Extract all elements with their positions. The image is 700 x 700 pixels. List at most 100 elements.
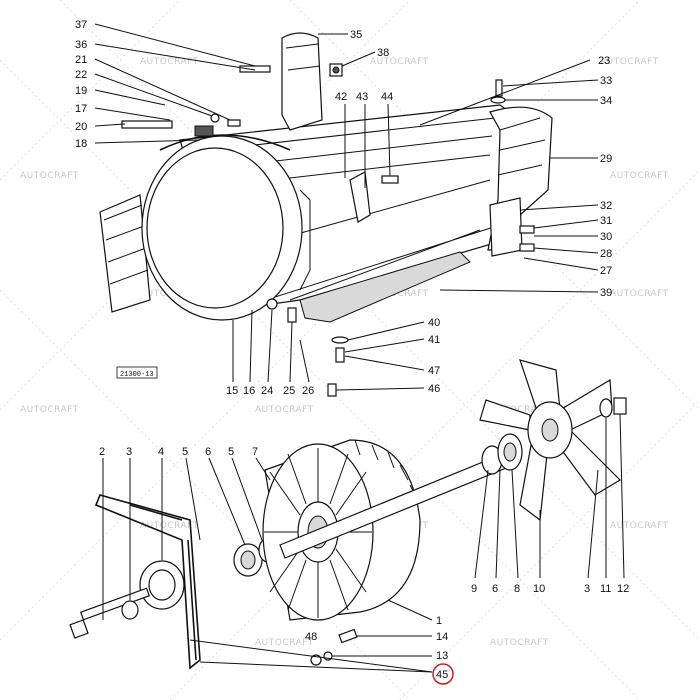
label-21: 21 [75, 54, 87, 66]
highlight-ring-45 [432, 663, 454, 685]
label-25: 25 [283, 385, 295, 397]
label-42: 42 [335, 91, 347, 103]
svg-text:AUTOCRAFT: AUTOCRAFT [255, 405, 314, 415]
svg-text:AUTOCRAFT: AUTOCRAFT [600, 57, 659, 67]
svg-text:AUTOCRAFT: AUTOCRAFT [20, 171, 79, 181]
label-7: 7 [252, 446, 258, 458]
svg-text:AUTOCRAFT: AUTOCRAFT [20, 405, 79, 415]
label-38: 38 [377, 47, 389, 59]
bolt-14 [338, 628, 358, 644]
label-6: 6 [205, 446, 211, 458]
bolt-41 [335, 347, 345, 363]
clamp-band [159, 134, 291, 151]
leader-lines [94, 23, 625, 673]
label-8: 8 [514, 583, 520, 595]
label-35: 35 [350, 29, 362, 41]
label-36: 36 [75, 39, 87, 51]
svg-text:AUTOCRAFT: AUTOCRAFT [610, 171, 669, 181]
label-18: 18 [75, 138, 87, 150]
bolt-28 [519, 243, 535, 252]
label-34: 34 [600, 95, 612, 107]
washer-11 [599, 398, 613, 418]
label-14: 14 [436, 631, 448, 643]
svg-text:AUTOCRAFT: AUTOCRAFT [140, 521, 199, 531]
bolt-20 [121, 120, 173, 129]
label-33: 33 [600, 75, 612, 87]
label-1: 1 [436, 615, 442, 627]
label-9: 9 [471, 583, 477, 595]
washer-34 [490, 96, 506, 104]
label-37: 37 [75, 19, 87, 31]
svg-text:AUTOCRAFT: AUTOCRAFT [140, 57, 199, 67]
label-39: 39 [600, 287, 612, 299]
washer-3 [121, 600, 139, 620]
bolt-25 [287, 307, 297, 323]
label-27: 27 [600, 265, 612, 277]
label-10: 10 [533, 583, 545, 595]
label-47: 47 [428, 365, 440, 377]
bolt-33 [495, 79, 503, 97]
svg-text:AUTOCRAFT: AUTOCRAFT [255, 638, 314, 648]
svg-text:AUTOCRAFT: AUTOCRAFT [490, 638, 549, 648]
label-6b: 6 [492, 583, 498, 595]
bolt-37 [239, 65, 271, 73]
part-labels: 37 36 21 22 19 17 20 18 35 38 23 33 34 2… [75, 19, 629, 685]
label-3b: 3 [584, 583, 590, 595]
label-44: 44 [381, 91, 393, 103]
v-belt [94, 494, 201, 670]
label-24: 24 [261, 385, 273, 397]
label-26: 26 [302, 385, 314, 397]
fan-blade [479, 359, 621, 522]
label-32: 32 [600, 200, 612, 212]
label-29: 29 [600, 153, 612, 165]
label-5: 5 [182, 446, 188, 458]
bolt-31 [519, 225, 535, 234]
label-43: 43 [356, 91, 368, 103]
label-11: 11 [600, 583, 611, 595]
svg-text:AUTOCRAFT: AUTOCRAFT [370, 57, 429, 67]
mount-plate [489, 197, 523, 257]
bolt-21 [227, 119, 241, 127]
label-41: 41 [428, 334, 440, 346]
shaft-bolt [79, 587, 151, 621]
svg-text:AUTOCRAFT: AUTOCRAFT [610, 289, 669, 299]
label-30: 30 [600, 231, 612, 243]
side-panel [99, 194, 151, 313]
label-15: 15 [226, 385, 238, 397]
label-46: 46 [428, 383, 440, 395]
drawing-ref: 21300-13 [120, 371, 154, 379]
label-31: 31 [600, 215, 612, 227]
label-45: 45 [436, 669, 448, 681]
washer-22 [210, 113, 220, 123]
washer-24 [266, 298, 278, 310]
nut-12 [613, 397, 627, 415]
label-23: 23 [598, 55, 610, 67]
fan-drum-assembly [69, 359, 627, 670]
top-cover [281, 32, 323, 131]
label-16: 16 [243, 385, 255, 397]
clamp-fastener [194, 125, 214, 137]
label-3: 3 [126, 446, 132, 458]
washer-40 [331, 336, 349, 344]
drawing-ref-box [116, 366, 158, 379]
label-4: 4 [158, 446, 164, 458]
label-5b: 5 [228, 446, 234, 458]
channel-bracket [299, 251, 471, 323]
fan-housing-assembly [99, 32, 553, 397]
washer-48 [310, 654, 322, 666]
label-13: 13 [436, 650, 448, 662]
label-20: 20 [75, 121, 87, 133]
bolt-44 [381, 175, 399, 184]
label-17: 17 [75, 103, 87, 115]
svg-text:AUTOCRAFT: AUTOCRAFT [490, 405, 549, 415]
label-22: 22 [75, 69, 87, 81]
label-40: 40 [428, 317, 440, 329]
label-2: 2 [99, 446, 105, 458]
bolt-46 [327, 383, 337, 397]
svg-text:AUTOCRAFT: AUTOCRAFT [610, 521, 669, 531]
label-19: 19 [75, 85, 87, 97]
bolt-head [69, 619, 89, 639]
label-28: 28 [600, 248, 612, 260]
